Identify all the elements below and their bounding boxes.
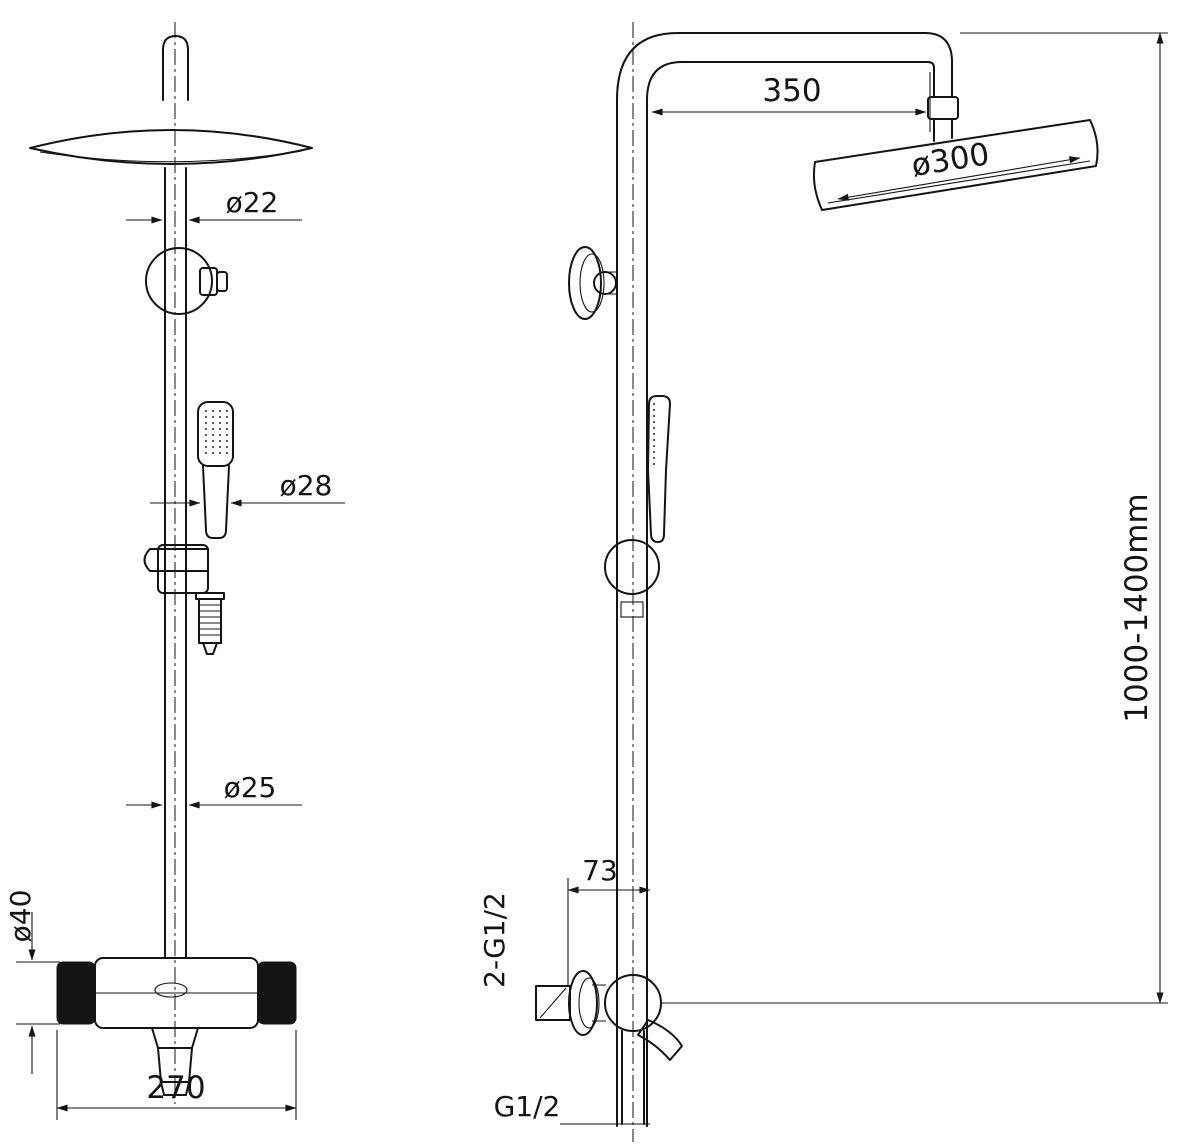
lower-wall-flange-inner	[578, 977, 600, 1029]
slider-lock	[620, 601, 644, 618]
dim-label-hand-shower-diameter: ø28	[280, 469, 333, 502]
shower-disc-outline	[29, 129, 313, 165]
slider-clamp	[157, 544, 209, 594]
front-view: ø22 ø28 ø25	[4, 22, 345, 1120]
mixer-logo	[154, 982, 188, 998]
label-wall-connection-thread: 2-G1/2	[478, 892, 511, 988]
label-outlet-thread: G1/2	[494, 1090, 561, 1123]
dim-label-arm-length: 350	[762, 73, 821, 109]
dim-label-height-range: 1000-1400mm	[1119, 493, 1155, 722]
spout-side	[637, 1019, 683, 1061]
wall-supply-break-line	[539, 987, 567, 1019]
wall-bracket-ring	[145, 247, 213, 315]
lower-wall-flange	[568, 970, 598, 1036]
side-view: 350 ø300 73 2-G1/2 G	[478, 22, 1168, 1142]
dim-label-wall-offset: 73	[582, 854, 618, 887]
bottom-pipe	[621, 1030, 645, 1125]
slider-knob-side	[604, 539, 660, 595]
mixer-knob-right	[257, 961, 297, 1025]
top-stub-pipe	[162, 35, 189, 101]
dim-label-head-diameter: ø300	[909, 136, 992, 184]
bracket-knob	[199, 267, 218, 296]
hose-end	[202, 642, 218, 655]
hand-shower-handle	[202, 465, 230, 539]
riser-outer	[616, 32, 953, 1127]
dim-ext-o40	[16, 961, 60, 1025]
upper-wall-flange	[568, 246, 602, 320]
dim-ext-height	[661, 32, 1168, 1004]
dim-label-mixer-width: 270	[146, 1070, 205, 1106]
hand-shower-side	[647, 395, 671, 543]
upper-bracket-hub	[593, 271, 617, 295]
upper-bracket-links	[608, 271, 617, 295]
bracket-knob-tip	[216, 271, 228, 292]
shower-head-side	[812, 119, 1099, 211]
spout-aerator	[160, 1081, 190, 1096]
riser-inner	[646, 61, 935, 1127]
hand-shower-spray-dots	[205, 410, 228, 458]
upper-wall-flange-inner	[579, 253, 605, 313]
lower-flange-links	[592, 984, 606, 1022]
hose-bracket	[195, 592, 225, 600]
head-connector-nut	[927, 96, 959, 120]
hand-shower-face	[197, 401, 234, 467]
dim-line-o300	[837, 156, 1081, 201]
dim-label-head-pipe-diameter: ø22	[226, 186, 279, 219]
hose-ribs	[199, 604, 221, 636]
dim-label-mixer-body-diameter: ø40	[4, 890, 37, 943]
hose-strain-relief	[198, 598, 222, 644]
mixer-knob-left	[56, 961, 96, 1025]
dim-label-column-diameter: ø25	[224, 771, 277, 804]
shower-disc-rim	[39, 150, 303, 163]
head-connector-stem	[933, 118, 953, 142]
slider-handle-bar	[143, 548, 209, 572]
